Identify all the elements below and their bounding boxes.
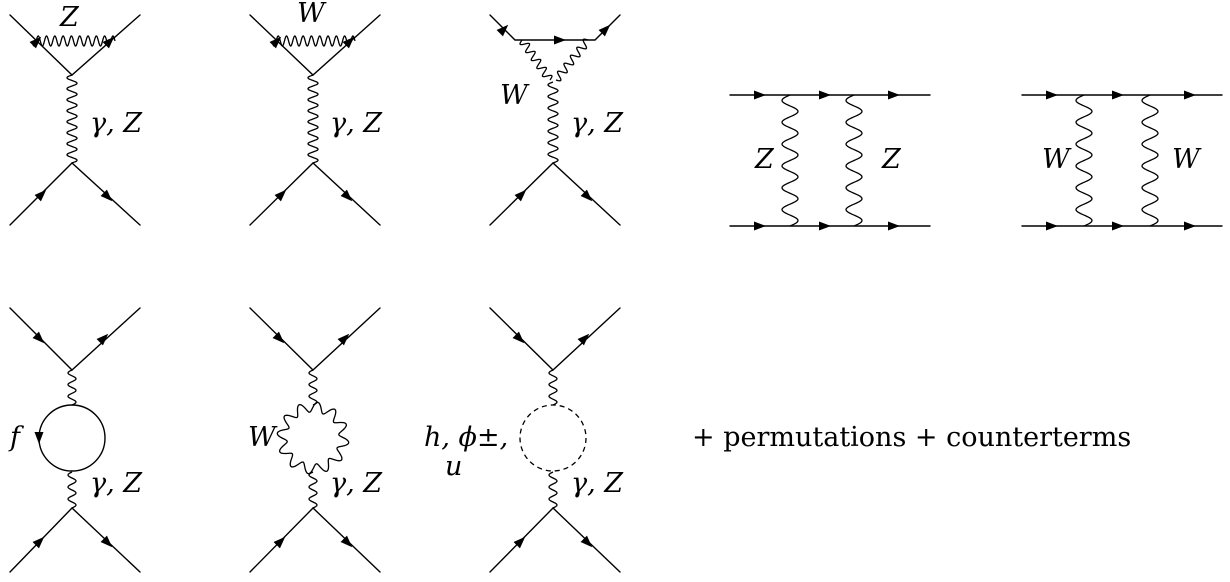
arrowhead: [1184, 221, 1196, 231]
loop-label-h-phi: h, ϕ±,: [424, 422, 508, 453]
arrowhead: [1184, 90, 1196, 100]
arrowhead: [342, 36, 355, 49]
gamma-z-propagator-lower: [308, 471, 318, 509]
arrowhead: [580, 535, 593, 548]
arrowhead: [888, 221, 900, 231]
arrowhead: [340, 189, 353, 202]
arrowhead: [337, 333, 350, 346]
boson-label-w-left: W: [1042, 144, 1072, 175]
fermion-line-bottom: [249, 507, 381, 573]
arrowhead: [340, 535, 353, 548]
loop-label-u: u: [445, 451, 462, 482]
arrowhead: [96, 333, 109, 346]
boson-label-w: W: [297, 0, 327, 29]
diagram-fermion-loop: f γ, Z: [8, 307, 143, 573]
z-boson-propagator-right: [845, 94, 863, 227]
diagram-ww-box: W W: [1021, 90, 1223, 231]
boson-label-w: W: [500, 80, 530, 111]
arrowhead: [513, 536, 526, 549]
arrowhead: [496, 24, 509, 37]
arrowhead: [32, 536, 45, 549]
gamma-z-propagator-upper: [548, 369, 558, 406]
gamma-z-propagator-upper: [308, 369, 318, 406]
propagator-label: γ, Z: [90, 108, 143, 139]
gamma-z-propagator: [66, 74, 78, 164]
fermion-line-top: [249, 307, 381, 371]
gamma-z-propagator-upper: [67, 369, 77, 406]
arrowhead: [273, 536, 286, 549]
gamma-z-propagator-lower: [548, 471, 558, 509]
z-boson-propagator-left: [781, 94, 799, 227]
fermion-line-bottom: [249, 162, 381, 226]
boson-label-z-left: Z: [754, 144, 775, 175]
fermion-line-bottom: [489, 507, 621, 573]
arrowhead: [34, 189, 47, 202]
arrowhead: [512, 331, 525, 344]
fermion-line-top: [9, 307, 141, 371]
fermion-line-bottom: [9, 162, 141, 226]
propagator-label: γ, Z: [571, 468, 624, 499]
w-boson-propagator-left: [519, 39, 553, 81]
loop-label-f: f: [8, 422, 24, 453]
arrowhead: [1046, 221, 1058, 231]
propagator-label: γ, Z: [330, 468, 383, 499]
arrowhead: [1046, 90, 1058, 100]
arrowhead: [754, 221, 766, 231]
arrowhead: [598, 24, 611, 37]
arrowhead: [29, 36, 42, 49]
propagator-label: γ, Z: [330, 108, 383, 139]
boson-label-z-right: Z: [881, 144, 902, 175]
loop-label-w: W: [248, 422, 278, 453]
fermion-line-bottom: [9, 507, 141, 573]
arrowhead: [32, 331, 45, 344]
permutations-counterterms-caption: + permutations + counterterms: [692, 422, 1131, 453]
w-boson-loop: [276, 401, 350, 475]
diagram-ww-triangle: W γ, Z: [489, 14, 624, 226]
arrowhead: [754, 90, 766, 100]
scalar-ghost-loop: [519, 404, 587, 472]
arrowhead: [1112, 221, 1124, 231]
gamma-z-propagator-lower: [67, 471, 77, 509]
w-boson-loop-propagator: [271, 35, 356, 47]
w-boson-propagator-left: [1075, 94, 1093, 227]
arrowhead: [514, 189, 527, 202]
diagram-scalar-ghost-loop: h, ϕ±, u γ, Z: [424, 307, 624, 573]
arrowhead: [577, 333, 590, 346]
diagram-w-vertex-correction: W γ, Z: [249, 0, 383, 226]
arrowhead: [554, 35, 566, 45]
arrowhead: [34, 432, 44, 444]
arrowhead: [888, 90, 900, 100]
gamma-z-propagator: [307, 74, 319, 164]
arrowhead: [819, 221, 831, 231]
arrowhead: [100, 189, 113, 202]
arrowhead: [269, 36, 282, 49]
w-boson-propagator-right: [1141, 94, 1159, 227]
diagram-w-loop: W γ, Z: [248, 307, 383, 573]
propagator-label: γ, Z: [90, 468, 143, 499]
arrowhead: [274, 189, 287, 202]
z-boson-loop-propagator: [31, 35, 116, 47]
w-boson-propagator-right: [555, 38, 589, 82]
diagram-zz-box: Z Z: [729, 90, 931, 231]
boson-label-z: Z: [59, 2, 80, 33]
fermion-line-top: [489, 307, 621, 371]
diagram-z-vertex-correction: Z γ, Z: [9, 2, 143, 226]
arrowhead: [580, 189, 593, 202]
fermion-line-bottom: [489, 162, 621, 226]
boson-label-w-right: W: [1172, 144, 1202, 175]
arrowhead: [272, 331, 285, 344]
arrowhead: [102, 36, 115, 49]
arrowhead: [100, 535, 113, 548]
arrowhead: [819, 90, 831, 100]
gamma-z-propagator: [547, 81, 559, 164]
arrowhead: [1112, 90, 1124, 100]
propagator-label: γ, Z: [571, 108, 624, 139]
fermion-loop: [38, 404, 106, 472]
